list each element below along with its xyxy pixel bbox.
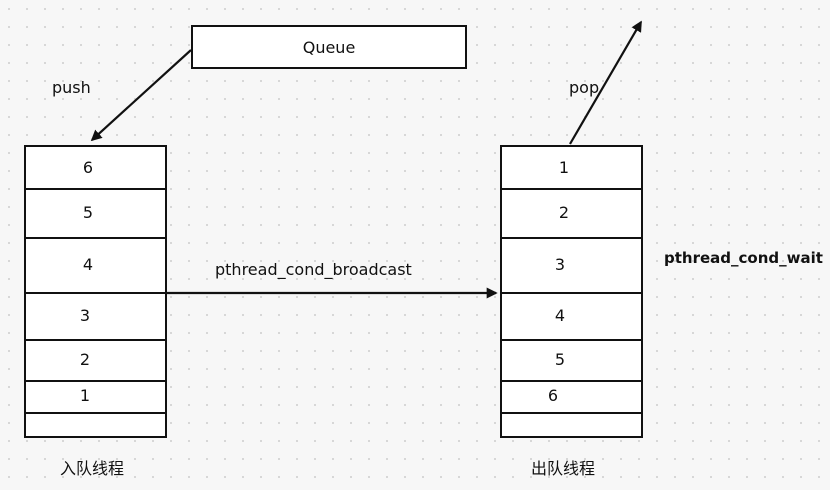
dequeue-cell xyxy=(502,412,641,436)
enqueue-cell-value: 4 xyxy=(82,254,94,274)
dequeue-caption: 出队线程 xyxy=(531,459,596,478)
enqueue-cell-value: 6 xyxy=(82,157,94,177)
queue-box: Queue xyxy=(191,25,467,69)
push-arrow xyxy=(90,49,192,142)
enqueue-cell: 3 xyxy=(26,292,165,341)
enqueue-cell: 5 xyxy=(26,188,165,239)
pop-arrow xyxy=(569,20,642,145)
dequeue-cell-value: 1 xyxy=(558,157,570,177)
enqueue-cell: 6 xyxy=(26,147,165,190)
enqueue-stack: 6 5 4 3 2 1 xyxy=(24,145,167,438)
enqueue-cell xyxy=(26,412,165,436)
broadcast-label: pthread_cond_broadcast xyxy=(215,260,412,279)
enqueue-cell: 4 xyxy=(26,237,165,294)
dequeue-cell-value: 4 xyxy=(554,305,566,325)
pop-label: pop xyxy=(569,78,600,97)
dequeue-stack: 1 2 3 4 5 6 xyxy=(500,145,643,438)
dequeue-cell-value: 2 xyxy=(558,202,570,222)
queue-label: Queue xyxy=(302,37,356,57)
dequeue-cell-value: 5 xyxy=(554,349,566,369)
dequeue-cell: 3 xyxy=(502,237,641,294)
enqueue-cell-value: 1 xyxy=(79,386,91,405)
dequeue-cell-value: 3 xyxy=(554,254,566,274)
enqueue-caption: 入队线程 xyxy=(60,459,125,478)
enqueue-cell-value: 5 xyxy=(82,202,94,222)
wait-label: pthread_cond_wait xyxy=(664,249,823,267)
enqueue-cell-value: 2 xyxy=(79,349,91,369)
enqueue-cell-value: 3 xyxy=(79,305,91,325)
dequeue-cell: 2 xyxy=(502,188,641,239)
enqueue-cell: 1 xyxy=(26,380,165,414)
dequeue-cell-value: 6 xyxy=(547,386,559,405)
dequeue-cell: 4 xyxy=(502,292,641,341)
push-label: push xyxy=(52,78,91,97)
dequeue-cell: 6 xyxy=(502,380,641,414)
dequeue-cell: 5 xyxy=(502,339,641,382)
enqueue-cell: 2 xyxy=(26,339,165,382)
dequeue-cell: 1 xyxy=(502,147,641,190)
